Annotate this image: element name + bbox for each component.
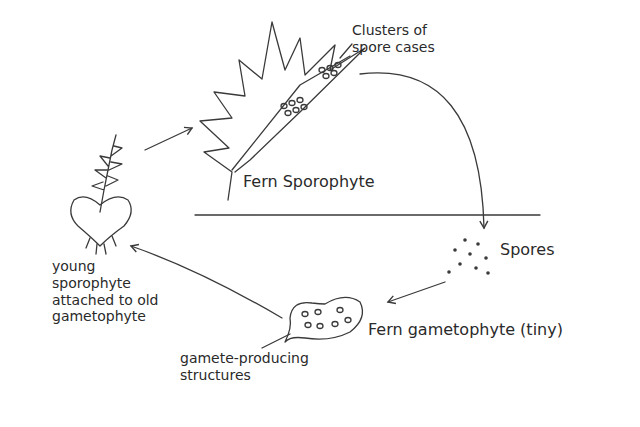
- spore-case-clusters: [281, 63, 341, 116]
- caption-label: Fern gametophyte (tiny): [368, 320, 608, 339]
- caption-label: Clusters of spore cases: [352, 22, 447, 56]
- gametophyte: [285, 297, 362, 342]
- young-frond: [92, 135, 122, 212]
- cycle-arrow: [360, 73, 484, 228]
- gamete-producing-structures: [302, 308, 351, 329]
- cycle-arrow: [145, 128, 192, 150]
- caption-label: young sporophyte attached to old gametop…: [52, 258, 177, 325]
- frond-midrib: [232, 56, 350, 170]
- caption-label: Fern Sporophyte: [243, 172, 413, 191]
- rhizoids: [86, 236, 116, 254]
- caption-label: gamete-producing structures: [180, 350, 330, 384]
- leader-line: [262, 334, 290, 348]
- ground-line: [195, 214, 540, 215]
- spores: [447, 238, 490, 275]
- cycle-arrow: [388, 282, 445, 302]
- caption-label: Spores: [500, 240, 580, 259]
- leader-line: [340, 44, 352, 58]
